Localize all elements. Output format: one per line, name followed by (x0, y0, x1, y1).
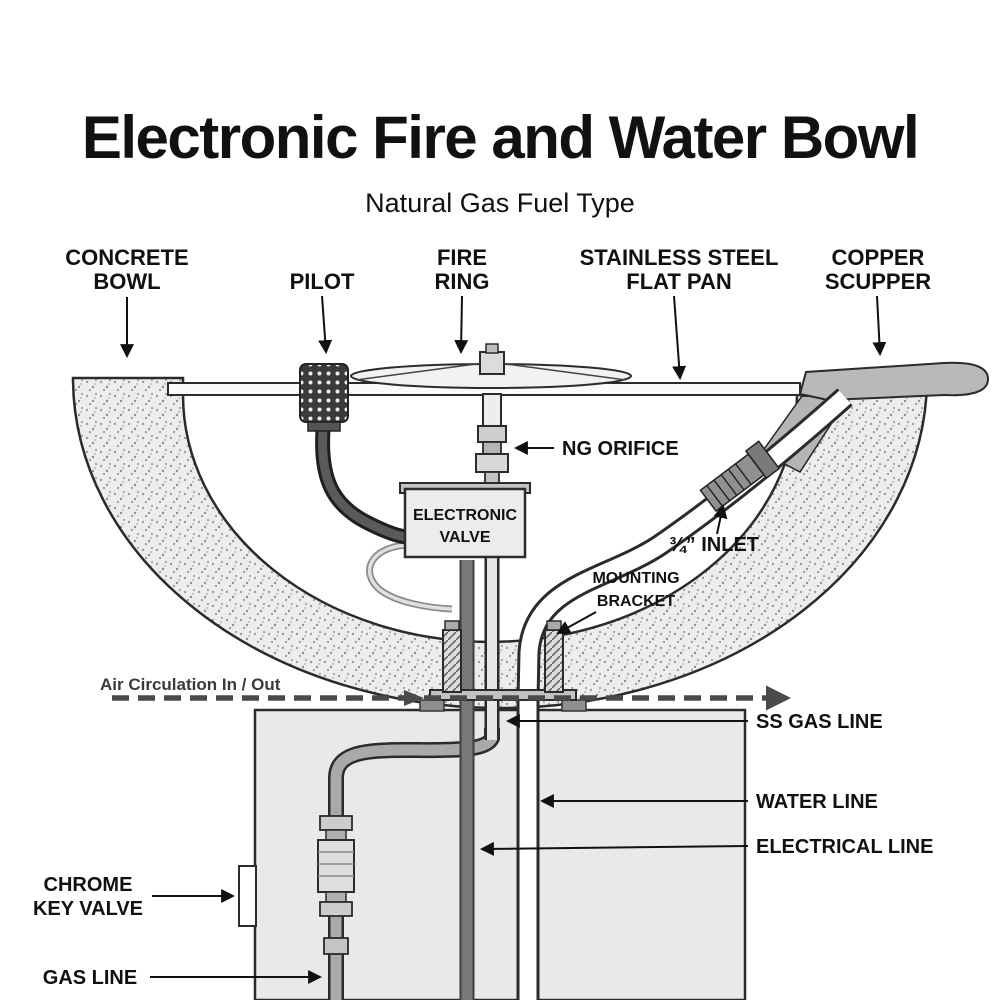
inlet-fitting (699, 440, 781, 513)
copper-scupper (798, 361, 990, 402)
chrome-key-valve-label-line1: CHROME (44, 874, 133, 896)
copper-scupper-arrow (872, 295, 887, 357)
pilot-head (299, 363, 349, 423)
bowl-support-block-left (419, 699, 445, 712)
air-circulation-label: Air Circulation In / Out (100, 675, 281, 694)
pilot-gas-tube (318, 429, 409, 542)
electronic-valve-box (403, 487, 527, 559)
fire-ring (350, 343, 632, 389)
electronic-valve-label-line1: ELECTRONIC (413, 507, 517, 524)
mounting-bracket-label-line1: MOUNTING (592, 570, 679, 587)
inlet-arrow (713, 503, 728, 535)
air-circulation-mid-arrowhead (404, 690, 424, 706)
ng-orifice-label: NG ORIFICE (562, 438, 679, 460)
flat-pan-label-line1: STAINLESS STEEL (580, 245, 779, 270)
electrical-line-label: ELECTRICAL LINE (756, 836, 933, 858)
fire-ring-label-line1: FIRE (437, 245, 487, 270)
mounting-bracket-label-line2: BRACKET (597, 593, 675, 610)
copper-scupper-label-line2: SCUPPER (825, 269, 931, 294)
page-subtitle: Natural Gas Fuel Type (365, 188, 635, 218)
fire-ring-stem (482, 393, 502, 427)
bracket-bolt-right (546, 620, 562, 631)
flat-pan-label-line2: FLAT PAN (626, 269, 732, 294)
water-line-tube (519, 390, 851, 1000)
mounting-bracket-left (442, 629, 462, 693)
pilot-label: PILOT (290, 269, 355, 294)
bracket-bolt-left (444, 620, 460, 631)
mounting-bracket-arrow (556, 611, 597, 635)
chrome-key-valve-label-line2: KEY VALVE (33, 898, 143, 920)
mounting-bracket-right (544, 629, 564, 693)
electronic-valve-label-line2: VALVE (440, 529, 491, 546)
copper-scupper-label-line1: COPPER (832, 245, 925, 270)
concrete-bowl-label-line2: BOWL (93, 269, 160, 294)
page-title: Electronic Fire and Water Bowl (82, 104, 918, 171)
electrical-line-arrow (479, 841, 749, 856)
fire-ring-label-line2: RING (435, 269, 490, 294)
chrome-key-valve (317, 815, 355, 955)
concrete-bowl-label-line1: CONCRETE (65, 245, 188, 270)
pilot-collar (307, 421, 341, 432)
inlet-label: ¾” INLET (669, 534, 759, 556)
gas-line-label: GAS LINE (43, 967, 137, 989)
bowl-support-block-right (561, 699, 587, 712)
flat-pan-arrow (672, 295, 687, 381)
fire-ring-arrow (454, 295, 469, 355)
ss-gas-line-label: SS GAS LINE (756, 711, 883, 733)
ignition-wire (367, 543, 453, 611)
gas-line-pipe (330, 728, 498, 1000)
chrome-key-valve-access-tab (238, 865, 257, 927)
water-line-label: WATER LINE (756, 791, 878, 813)
concrete-bowl-wall (71, 376, 929, 710)
callout-arrows (120, 295, 887, 984)
pilot-arrow (318, 295, 333, 355)
ng-orifice-fitting (475, 425, 509, 489)
